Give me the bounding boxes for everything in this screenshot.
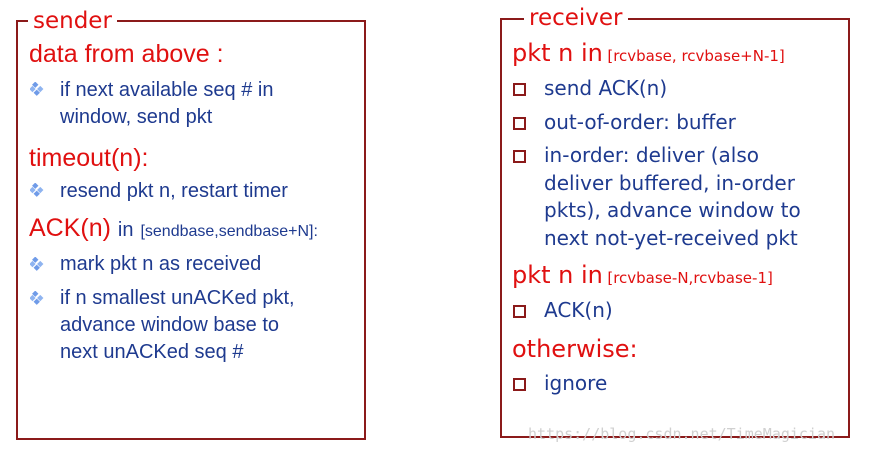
diamond-bullet-icon [30, 82, 44, 96]
square-bullet-icon [513, 83, 526, 96]
sender-box: sender [16, 8, 366, 440]
prev-window-heading-row: pkt n in [rcvbase-N,rcvbase-1] [512, 262, 773, 289]
data-from-above-heading: data from above : [29, 40, 224, 68]
sender-bullet-line: if n smallest unACKed pkt, [60, 287, 295, 309]
in-window-heading: pkt n in [512, 39, 603, 67]
ack-range: [sendbase,sendbase+N]: [140, 223, 318, 240]
receiver-box: receiver [500, 5, 850, 438]
receiver-bullet-line: out-of-order: buffer [544, 110, 736, 134]
sender-bullet-line: next unACKed seq # [60, 341, 244, 363]
sender-bullet-line: resend pkt n, restart timer [60, 180, 288, 202]
square-bullet-icon [513, 305, 526, 318]
receiver-bullet-line: next not-yet-received pkt [544, 226, 798, 250]
otherwise-heading: otherwise: [512, 335, 638, 363]
receiver-bullet-line: in-order: deliver (also [544, 143, 759, 167]
diamond-bullet-icon [30, 257, 44, 271]
receiver-bullet-line: send ACK(n) [544, 76, 668, 100]
ack-heading: ACK(n) [29, 214, 111, 242]
watermark: https://blog.csdn.net/TimeMagician [528, 425, 836, 443]
diamond-bullet-icon [30, 291, 44, 305]
sender-title: sender [28, 8, 117, 34]
timeout-heading: timeout(n): [29, 144, 149, 172]
in-window-heading-row: pkt n in [rcvbase, rcvbase+N-1] [512, 40, 785, 67]
receiver-bullet-line: ACK(n) [544, 298, 613, 322]
ack-heading-suffix: in [117, 219, 134, 241]
sender-bullet-line: mark pkt n as received [60, 253, 262, 275]
ack-heading-row: ACK(n) in [sendbase,sendbase+N]: [29, 214, 318, 246]
sender-bullet-line: window, send pkt [60, 106, 213, 128]
square-bullet-icon [513, 150, 526, 163]
prev-window-heading: pkt n in [512, 261, 603, 289]
in-window-range: [rcvbase, rcvbase+N-1] [607, 47, 785, 65]
receiver-bullet-line: pkts), advance window to [544, 198, 801, 222]
receiver-bullet-line: deliver buffered, in-order [544, 171, 795, 195]
diamond-bullet-icon [30, 183, 44, 197]
square-bullet-icon [513, 378, 526, 391]
sender-bullet-line: advance window base to [60, 314, 280, 336]
receiver-title: receiver [524, 5, 628, 31]
receiver-bullet-line: ignore [544, 371, 608, 395]
prev-window-range: [rcvbase-N,rcvbase-1] [607, 269, 773, 287]
sender-bullet-line: if next available seq # in [60, 79, 274, 101]
square-bullet-icon [513, 117, 526, 130]
